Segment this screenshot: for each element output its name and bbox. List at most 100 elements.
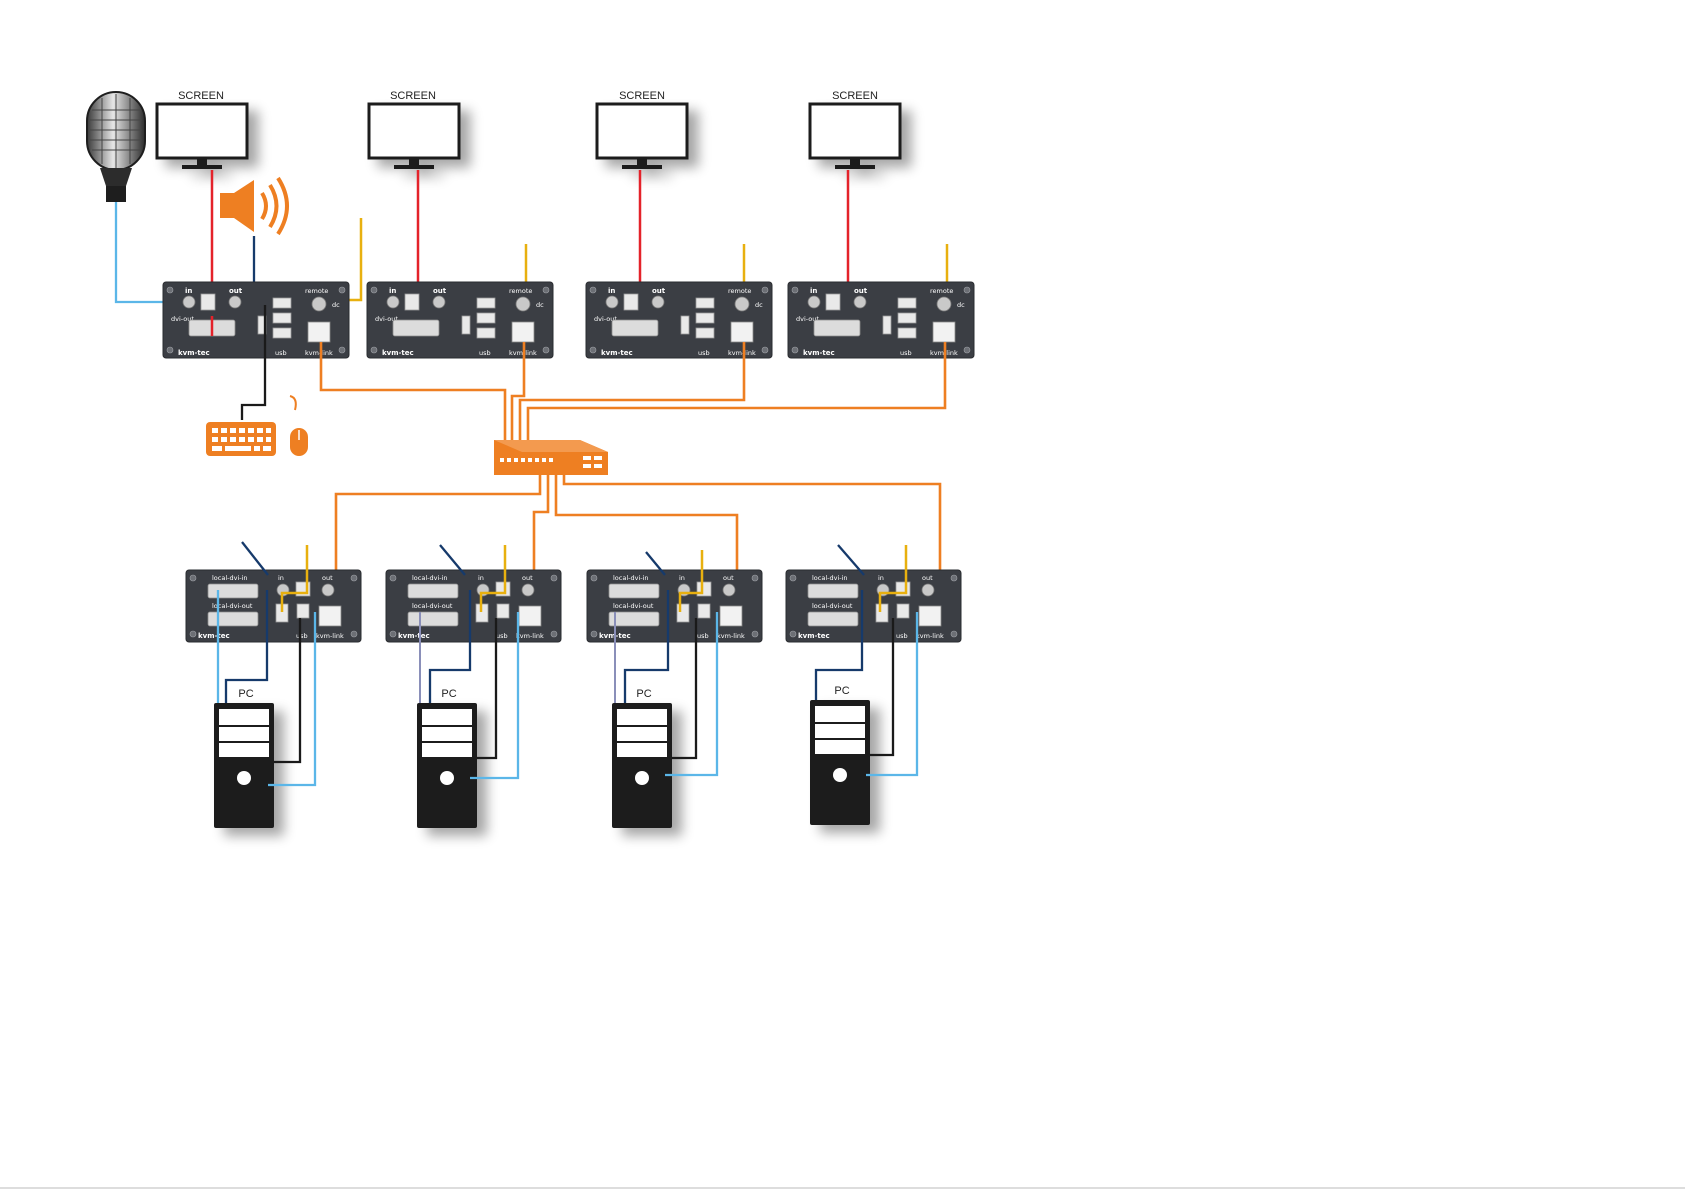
power-cable-t3 xyxy=(678,550,704,612)
svg-text:out: out xyxy=(652,287,666,295)
network-cable-r2 xyxy=(510,342,526,440)
svg-text:dc: dc xyxy=(755,301,763,309)
pc-label-1: PC xyxy=(238,688,253,700)
svg-text:usb: usb xyxy=(496,632,508,640)
transmitter-1: local-dvi-in local-dvi-out in out kvm-te… xyxy=(185,569,362,643)
svg-text:dc: dc xyxy=(536,301,544,309)
svg-text:usb: usb xyxy=(698,349,710,357)
svg-text:dvi-out: dvi-out xyxy=(375,315,398,323)
svg-text:local-dvi-out: local-dvi-out xyxy=(412,602,453,610)
svg-text:kvm-tec: kvm-tec xyxy=(198,632,230,640)
screen-3 xyxy=(595,102,689,169)
power-cable-t2 xyxy=(479,545,507,612)
network-cable-t2 xyxy=(532,475,550,605)
svg-text:usb: usb xyxy=(275,349,287,357)
power-cable-t1 xyxy=(280,545,309,612)
svg-text:usb: usb xyxy=(896,632,908,640)
svg-text:local-dvi-in: local-dvi-in xyxy=(212,574,248,582)
svg-text:in: in xyxy=(185,287,192,295)
svg-text:remote: remote xyxy=(305,287,328,295)
screen-label-4: SCREEN xyxy=(832,90,878,102)
network-cable-r3 xyxy=(518,342,746,440)
pc-tower-3 xyxy=(612,703,672,828)
transmitter-3: local-dvi-in local-dvi-out in out kvm-te… xyxy=(586,569,763,643)
keyboard-cable xyxy=(240,305,267,420)
svg-text:usb: usb xyxy=(479,349,491,357)
svg-text:out: out xyxy=(522,574,533,582)
svg-text:dc: dc xyxy=(957,301,965,309)
svg-text:in: in xyxy=(878,574,884,582)
svg-text:dc: dc xyxy=(332,301,340,309)
svg-text:usb: usb xyxy=(697,632,709,640)
svg-text:kvm-tec: kvm-tec xyxy=(601,349,633,357)
screen-2 xyxy=(367,102,461,169)
svg-text:kvm-tec: kvm-tec xyxy=(382,349,414,357)
svg-text:kvm-tec: kvm-tec xyxy=(803,349,835,357)
svg-text:in: in xyxy=(608,287,615,295)
network-cable-t1 xyxy=(334,475,542,605)
svg-text:local-dvi-in: local-dvi-in xyxy=(812,574,848,582)
receiver-2: in out dvi-out remote dc kvm-tec usb kvm… xyxy=(366,281,554,359)
screen-label-3: SCREEN xyxy=(619,90,665,102)
svg-text:kvm-link: kvm-link xyxy=(728,349,756,357)
pc-tower-4 xyxy=(810,700,870,825)
power-cable-t4 xyxy=(878,545,908,612)
pc-tower-2 xyxy=(417,703,477,828)
svg-text:out: out xyxy=(229,287,243,295)
mic-cable xyxy=(114,202,178,304)
mouse-icon xyxy=(290,428,308,456)
network-cable-r4 xyxy=(526,342,947,440)
pc-label-2: PC xyxy=(441,688,456,700)
svg-text:in: in xyxy=(278,574,284,582)
network-switch-icon xyxy=(494,440,608,475)
screen-label-2: SCREEN xyxy=(390,90,436,102)
svg-text:local-dvi-in: local-dvi-in xyxy=(412,574,448,582)
transmitter-4: local-dvi-in local-dvi-out in out kvm-te… xyxy=(785,569,962,643)
network-cable-r1 xyxy=(319,342,507,440)
screen-label-1: SCREEN xyxy=(178,90,224,102)
svg-text:usb: usb xyxy=(296,632,308,640)
svg-text:remote: remote xyxy=(728,287,751,295)
keyboard-icon xyxy=(206,422,276,456)
pc-tower-1 xyxy=(214,703,274,828)
svg-text:kvm-tec: kvm-tec xyxy=(398,632,430,640)
receiver-3: in out dvi-out remote dc kvm-tec usb kvm… xyxy=(585,281,773,359)
svg-text:usb: usb xyxy=(900,349,912,357)
svg-text:kvm-link: kvm-link xyxy=(516,632,544,640)
svg-text:in: in xyxy=(478,574,484,582)
svg-text:dvi-out: dvi-out xyxy=(594,315,617,323)
svg-text:out: out xyxy=(433,287,447,295)
svg-text:dvi-out: dvi-out xyxy=(796,315,819,323)
svg-text:kvm-link: kvm-link xyxy=(316,632,344,640)
svg-text:in: in xyxy=(810,287,817,295)
svg-text:out: out xyxy=(854,287,868,295)
svg-text:remote: remote xyxy=(509,287,532,295)
screen-1 xyxy=(155,102,249,169)
svg-text:local-dvi-out: local-dvi-out xyxy=(812,602,853,610)
svg-text:remote: remote xyxy=(930,287,953,295)
pc-label-3: PC xyxy=(636,688,651,700)
svg-text:local-dvi-out: local-dvi-out xyxy=(613,602,654,610)
svg-text:kvm-link: kvm-link xyxy=(717,632,745,640)
svg-text:dvi-out: dvi-out xyxy=(171,315,194,323)
receiver-1: in out dvi-out remote dc kvm-tec usb kvm… xyxy=(162,281,350,359)
svg-text:kvm-link: kvm-link xyxy=(916,632,944,640)
network-cable-t3 xyxy=(554,475,739,605)
svg-text:kvm-tec: kvm-tec xyxy=(178,349,210,357)
speaker-icon xyxy=(220,176,289,236)
network-cable-t4 xyxy=(562,475,942,605)
microphone-icon xyxy=(86,91,146,202)
svg-text:out: out xyxy=(723,574,734,582)
svg-text:out: out xyxy=(922,574,933,582)
pc-label-4: PC xyxy=(834,685,849,697)
svg-text:kvm-link: kvm-link xyxy=(305,349,333,357)
transmitter-2: local-dvi-in local-dvi-out in out kvm-te… xyxy=(385,569,562,643)
svg-text:local-dvi-out: local-dvi-out xyxy=(212,602,253,610)
svg-text:in: in xyxy=(679,574,685,582)
svg-text:kvm-tec: kvm-tec xyxy=(798,632,830,640)
receiver-4: in out dvi-out remote dc kvm-tec usb kvm… xyxy=(787,281,975,359)
svg-text:out: out xyxy=(322,574,333,582)
screen-4 xyxy=(808,102,902,169)
svg-text:in: in xyxy=(389,287,396,295)
